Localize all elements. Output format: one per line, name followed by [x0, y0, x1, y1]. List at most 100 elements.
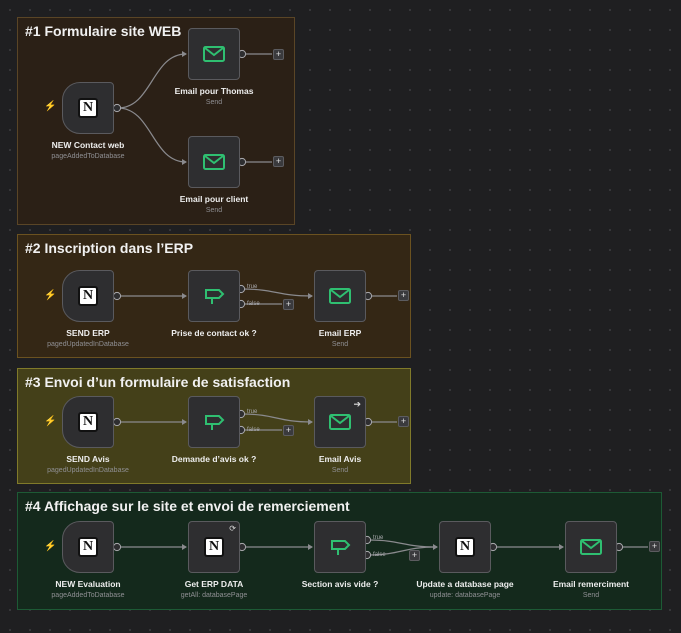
connection-arrowhead	[182, 419, 187, 425]
node-email-pour-client[interactable]	[188, 136, 240, 188]
node-prise-de-contact[interactable]	[188, 270, 240, 322]
node-subtitle: pagedUpdatedInDatabase	[47, 467, 129, 474]
node-subtitle: pageAddedToDatabase	[51, 153, 125, 160]
node-send-avis[interactable]: N	[62, 396, 114, 448]
node-title: Section avis vide ?	[301, 579, 379, 589]
output-port[interactable]	[112, 103, 122, 113]
output-port[interactable]	[112, 542, 122, 552]
node-label: Email pour client Send	[144, 194, 284, 214]
group-title: #3 Envoi d’un formulaire de satisfaction	[25, 374, 291, 390]
node-title: Email remerciment	[552, 579, 630, 589]
node-label: SEND Avis pagedUpdatedInDatabase	[18, 454, 158, 474]
mail-icon	[203, 46, 225, 62]
node-email-avis[interactable]: ➔	[314, 396, 366, 448]
mail-icon	[329, 414, 351, 430]
node-title: SEND Avis	[66, 454, 110, 464]
branch-true-label: true	[247, 284, 258, 290]
node-subtitle: Send	[205, 207, 223, 214]
loop-icon: ⟳	[229, 524, 236, 533]
trigger-bolt-icon: ⚡	[44, 101, 57, 112]
connection	[240, 413, 313, 423]
connection-arrowhead	[182, 51, 187, 57]
add-node-button[interactable]: +	[283, 299, 294, 310]
node-label: Demande d’avis ok ?	[144, 454, 284, 464]
signpost-icon	[205, 289, 225, 304]
branch-false-label: false	[247, 427, 260, 433]
connection	[117, 107, 187, 163]
mail-icon	[580, 539, 602, 555]
node-demande-avis[interactable]	[188, 396, 240, 448]
node-subtitle: Send	[205, 99, 223, 106]
node-email-erp[interactable]	[314, 270, 366, 322]
notion-icon: N	[78, 412, 98, 432]
group-title: #4 Affichage sur le site et envoi de rem…	[25, 498, 350, 514]
node-title: SEND ERP	[66, 328, 110, 338]
add-node-button[interactable]: +	[398, 290, 409, 301]
group-title: #2 Inscription dans l’ERP	[25, 240, 194, 256]
signpost-icon	[331, 540, 351, 555]
arrow-right-icon: ➔	[353, 399, 361, 409]
node-get-erp-data[interactable]: ⟳ N	[188, 521, 240, 573]
notion-icon: N	[78, 98, 98, 118]
node-subtitle: Send	[331, 467, 349, 474]
connection-arrowhead	[559, 544, 564, 550]
node-title: Email Avis	[318, 454, 362, 464]
node-email-remerciment[interactable]	[565, 521, 617, 573]
node-new-contact-web[interactable]: N	[62, 82, 114, 134]
node-title: Update a database page	[416, 579, 514, 589]
node-email-pour-thomas[interactable]	[188, 28, 240, 80]
node-title: Prise de contact ok ?	[171, 328, 257, 338]
node-subtitle: getAll: databasePage	[180, 592, 248, 599]
node-section-avis-vide[interactable]	[314, 521, 366, 573]
add-node-button[interactable]: +	[283, 425, 294, 436]
node-title: Email pour Thomas	[174, 86, 254, 96]
output-port[interactable]	[112, 417, 122, 427]
branch-true-label: true	[247, 409, 258, 415]
add-node-button[interactable]: +	[649, 541, 660, 552]
connection-arrowhead	[182, 293, 187, 299]
node-title: Email pour client	[179, 194, 249, 204]
connection	[240, 288, 313, 297]
node-subtitle: Send	[582, 592, 600, 599]
connection	[366, 539, 438, 548]
connection	[366, 546, 438, 556]
group-title: #1 Formulaire site WEB	[25, 23, 182, 39]
node-label: Section avis vide ?	[270, 579, 410, 589]
node-title: Demande d’avis ok ?	[171, 454, 257, 464]
node-label: Email Avis Send	[270, 454, 410, 474]
connection-arrowhead	[182, 544, 187, 550]
add-node-button[interactable]: +	[273, 156, 284, 167]
node-label: Prise de contact ok ?	[144, 328, 284, 338]
node-title: NEW Evaluation	[55, 579, 121, 589]
notion-icon: N	[204, 537, 224, 557]
node-label: Get ERP DATA getAll: databasePage	[144, 579, 284, 599]
branch-true-label: true	[373, 535, 384, 541]
add-node-button[interactable]: +	[398, 416, 409, 427]
node-title: NEW Contact web	[51, 140, 125, 150]
trigger-bolt-icon: ⚡	[44, 541, 57, 552]
connection-arrowhead	[308, 419, 313, 425]
connection-arrowhead	[433, 544, 438, 550]
node-update-database-page[interactable]: N	[439, 521, 491, 573]
notion-icon: N	[78, 537, 98, 557]
output-port[interactable]	[112, 291, 122, 301]
trigger-bolt-icon: ⚡	[44, 416, 57, 427]
mail-icon	[203, 154, 225, 170]
connection-arrowhead	[308, 544, 313, 550]
notion-icon: N	[78, 286, 98, 306]
node-label: Update a database page update: databaseP…	[395, 579, 535, 599]
node-subtitle: Send	[331, 341, 349, 348]
node-label: Email pour Thomas Send	[144, 86, 284, 106]
add-node-button[interactable]: +	[409, 550, 420, 561]
node-send-erp[interactable]: N	[62, 270, 114, 322]
add-node-button[interactable]: +	[273, 49, 284, 60]
branch-false-label: false	[373, 552, 386, 558]
mail-icon	[329, 288, 351, 304]
node-title: Get ERP DATA	[184, 579, 244, 589]
node-label: SEND ERP pagedUpdatedInDatabase	[18, 328, 158, 348]
node-subtitle: pagedUpdatedInDatabase	[47, 341, 129, 348]
node-subtitle: update: databasePage	[429, 592, 501, 599]
node-subtitle: pageAddedToDatabase	[51, 592, 125, 599]
node-new-evaluation[interactable]: N	[62, 521, 114, 573]
connection-arrowhead	[308, 293, 313, 299]
